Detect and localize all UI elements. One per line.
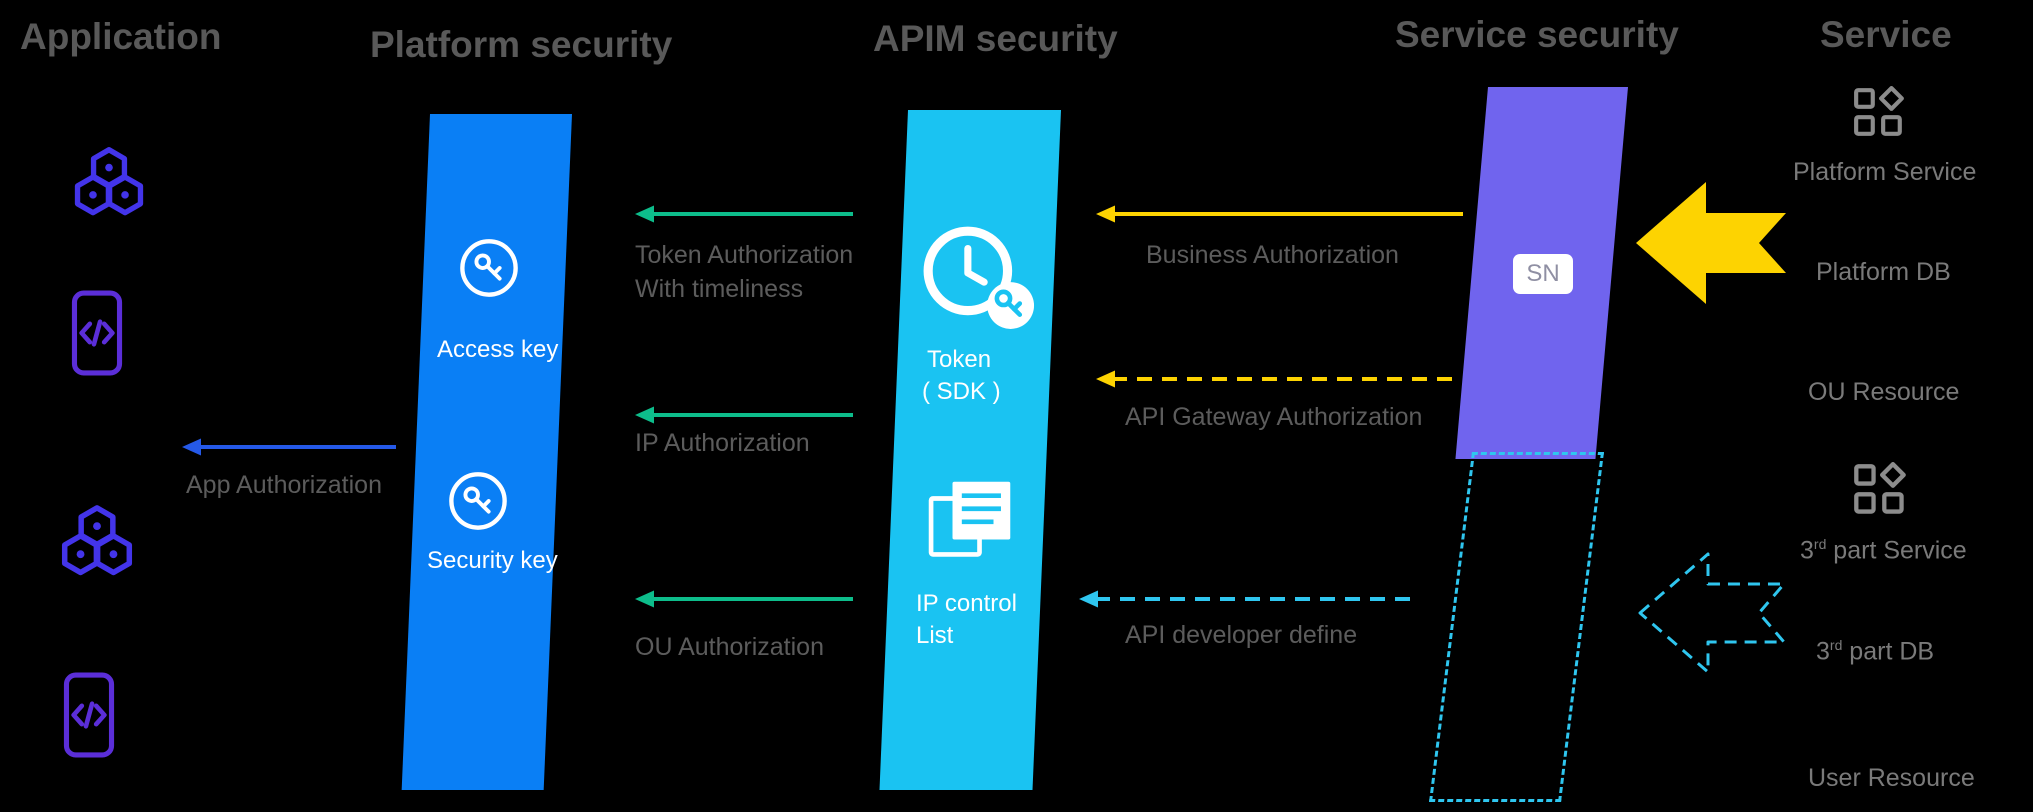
title-application: Application (20, 16, 222, 57)
service-item-user-resource: User Resource (1808, 764, 1975, 792)
service-item-3rd-part-db: 3rd part DB (1816, 637, 1934, 666)
token-authorization-arrow (635, 205, 853, 223)
developer-define-panel (1429, 452, 1604, 802)
apim-security-panel (879, 110, 1061, 790)
app-authorization-arrow (182, 438, 396, 456)
third-db-number: 3 (1816, 637, 1830, 666)
mobile-code-icon (63, 672, 115, 758)
api-gateway-authorization-label: API Gateway Authorization (1125, 403, 1423, 431)
app-grid-icon (1854, 86, 1904, 136)
service-item-ou-resource: OU Resource (1808, 378, 1960, 406)
platform-security-panel (401, 114, 572, 790)
token-authorization-line1: Token Authorization (635, 241, 854, 269)
service-item-3rd-part-service: 3rd part Service (1800, 536, 1967, 565)
bulk-access-arrow-icon (1636, 182, 1786, 304)
hexagon-cluster-icon (74, 147, 144, 216)
ou-authorization-arrow (635, 590, 853, 608)
third-service-sup: rd (1813, 536, 1827, 552)
api-gateway-authorization-arrow (1096, 370, 1452, 388)
key-circle-icon (449, 472, 507, 530)
ip-authorization-arrow (635, 406, 853, 424)
title-platform-security: Platform security (370, 24, 673, 65)
sn-badge: SN (1513, 254, 1573, 294)
third-db-sup: rd (1829, 637, 1843, 653)
title-service-security: Service security (1395, 14, 1679, 55)
title-service: Service (1820, 14, 1952, 55)
security-key-label: Security key (427, 547, 558, 574)
ip-authorization-label: IP Authorization (635, 429, 810, 457)
clock-key-icon (923, 226, 1035, 329)
service-item-platform-db: Platform DB (1816, 258, 1951, 286)
token-label: Token (927, 346, 992, 373)
mobile-code-icon (71, 290, 123, 376)
app-authorization-label: App Authorization (186, 471, 382, 499)
sn-badge-label: SN (1526, 260, 1560, 287)
ip-list-label: List (916, 622, 954, 649)
ou-authorization-label: OU Authorization (635, 633, 824, 661)
business-authorization-arrow (1096, 205, 1463, 223)
access-key-label: Access key (437, 336, 559, 363)
document-list-icon (928, 481, 1011, 557)
key-circle-icon (460, 239, 518, 297)
token-authorization-line2: With timeliness (635, 275, 804, 303)
api-developer-define-label: API developer define (1125, 621, 1358, 649)
token-sdk-label: ( SDK ) (922, 378, 1001, 405)
third-service-number: 3 (1800, 536, 1814, 565)
api-developer-define-arrow (1079, 590, 1417, 608)
ip-control-label: IP control (916, 590, 1017, 617)
token-authorization-label: Token Authorization With timeliness (635, 238, 853, 306)
app-grid-icon (1854, 462, 1906, 514)
third-db-rest: part DB (1842, 637, 1935, 666)
hexagon-cluster-icon (61, 505, 133, 576)
service-item-platform-service: Platform Service (1793, 158, 1977, 186)
dashed-access-arrow-icon (1638, 552, 1786, 674)
business-authorization-label: Business Authorization (1146, 241, 1399, 269)
title-apim-security: APIM security (873, 18, 1118, 59)
third-service-rest: part Service (1826, 536, 1967, 565)
